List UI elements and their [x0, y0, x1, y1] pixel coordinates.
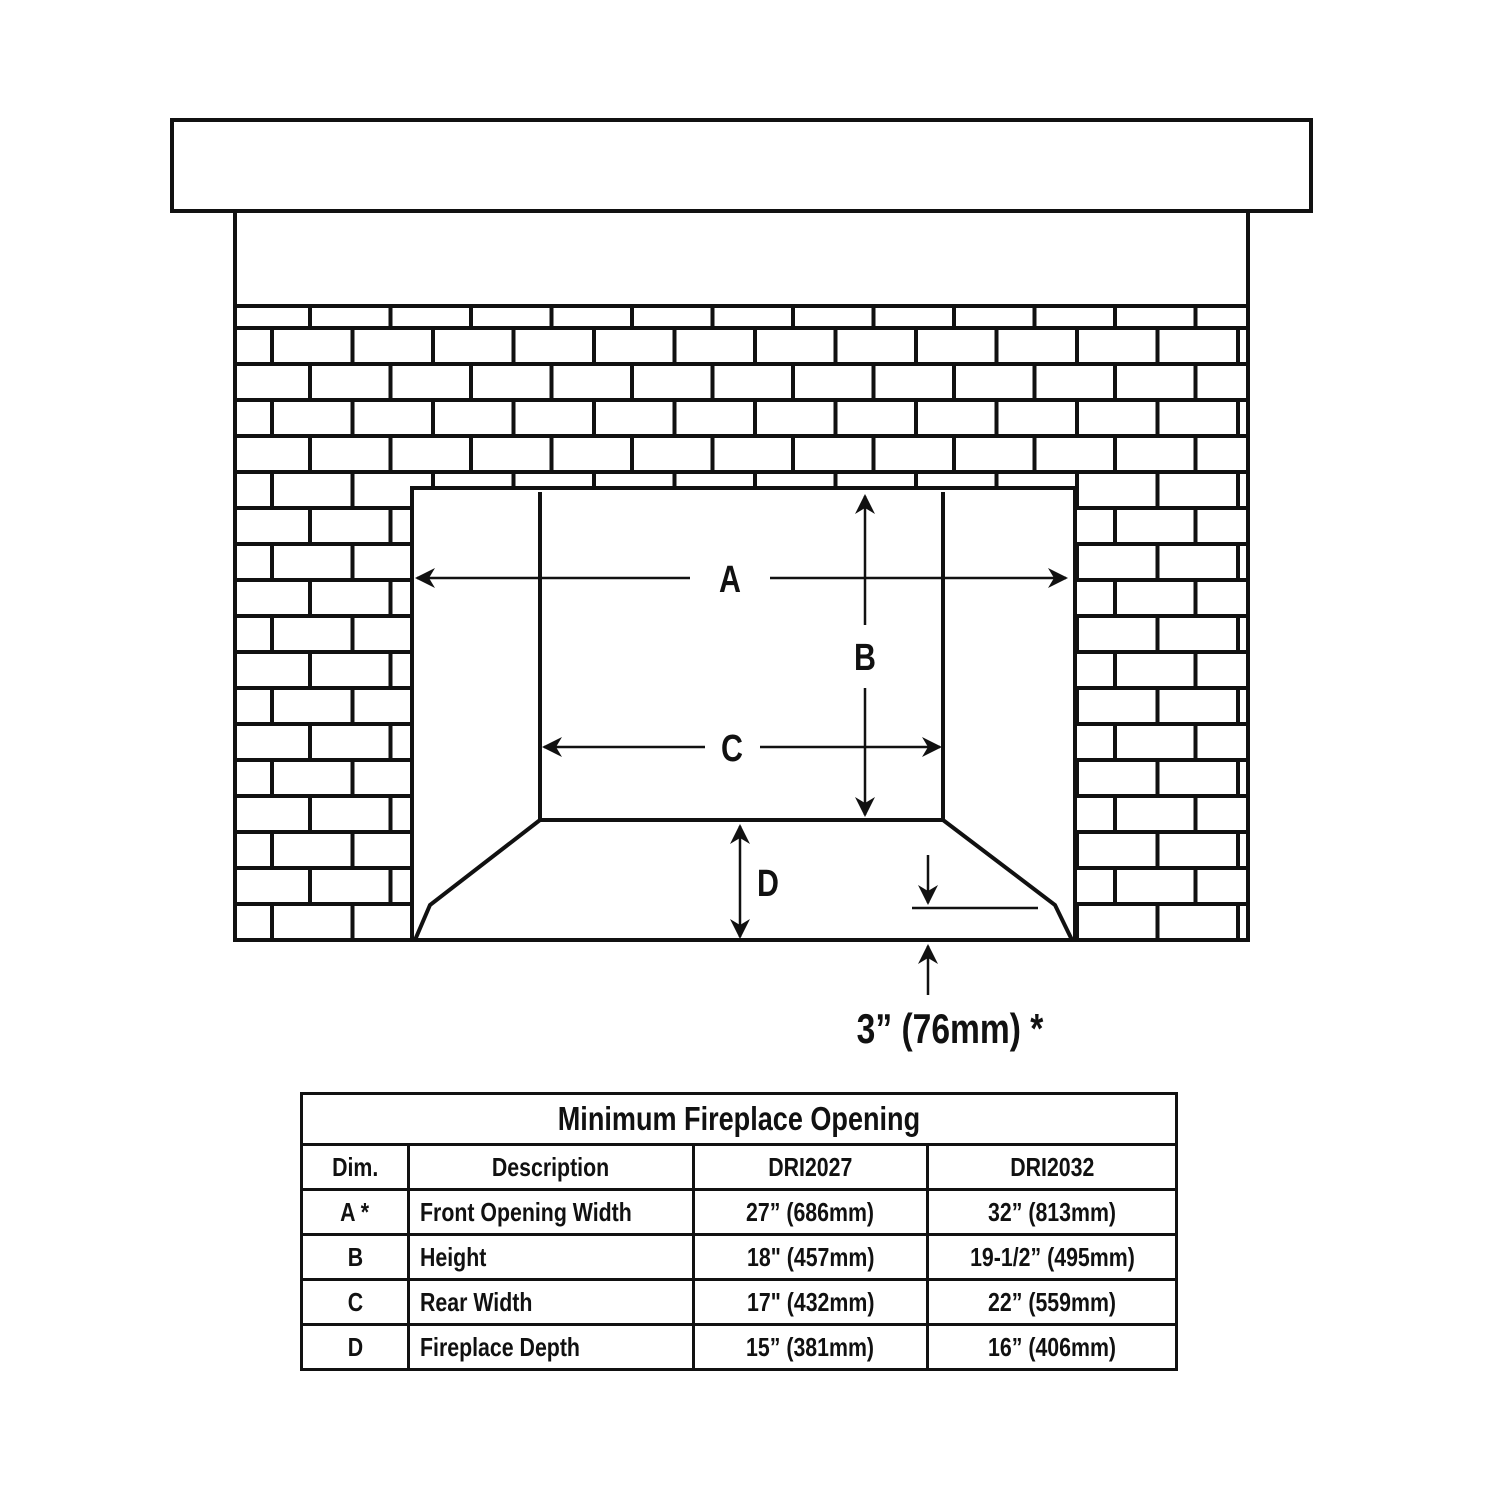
firebox-outline	[413, 492, 1074, 941]
label-c: C	[721, 728, 743, 770]
label-d: D	[757, 863, 779, 905]
dimension-arrows	[415, 494, 1068, 995]
dimensions-table: Minimum Fireplace Opening Dim. Descripti…	[300, 1092, 1178, 1371]
label-b: B	[854, 637, 876, 679]
clearance-note: 3” (76mm) *	[857, 1007, 1044, 1053]
table-header-row: Dim. Description DRI2027 DRI2032	[300, 1143, 1178, 1191]
mantel	[170, 118, 1313, 213]
table-title: Minimum Fireplace Opening	[300, 1092, 1178, 1146]
label-a: A	[719, 559, 741, 601]
fireplace-opening	[410, 486, 1077, 942]
